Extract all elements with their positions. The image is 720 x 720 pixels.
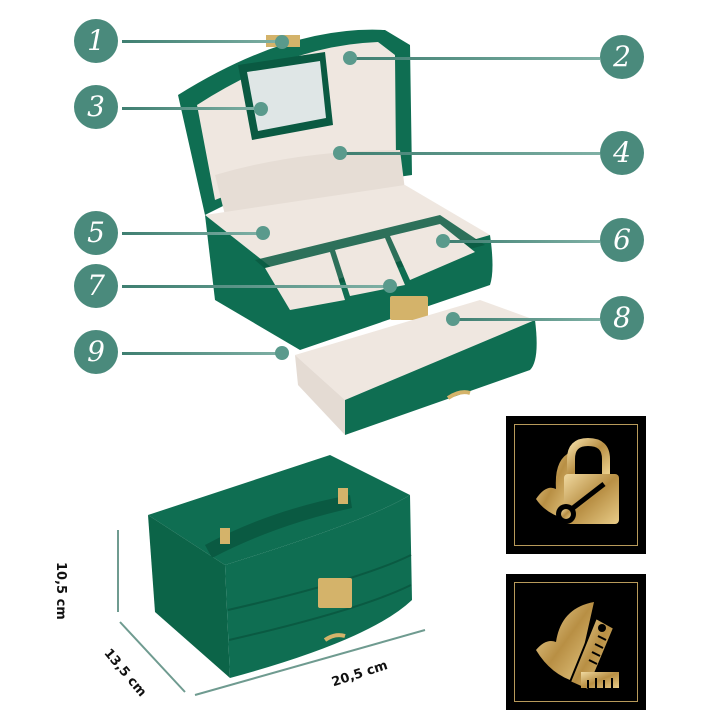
ruler-icon [536,602,619,692]
leader-line-4 [345,152,600,155]
callout-7: 7 [74,264,118,308]
ruler-tile [506,574,646,710]
callout-8: 8 [600,296,644,340]
callout-1: 1 [74,19,118,63]
leader-dot-5 [256,226,270,240]
leader-dot-4 [333,146,347,160]
lock-key-tile [506,416,646,554]
closed-jewelry-box [117,455,426,696]
leader-line-2 [352,57,600,60]
leader-line-5 [122,232,262,235]
callout-5: 5 [74,211,118,255]
leader-dot-3 [254,102,268,116]
leader-dot-9 [275,346,289,360]
tile-frame [514,424,638,546]
leader-dot-2 [343,51,357,65]
callout-4: 4 [600,131,644,175]
leader-dot-8 [446,312,460,326]
callout-9: 9 [74,330,118,374]
leader-dot-6 [436,234,450,248]
lock-key-icon [536,437,619,524]
leader-line-9 [122,352,282,355]
callout-6: 6 [600,218,644,262]
leader-dot-7 [383,279,397,293]
leader-dot-1 [275,35,289,49]
leader-line-1 [122,40,282,43]
open-jewelry-box [178,29,537,435]
leader-line-8 [455,318,600,321]
callout-2: 2 [600,35,644,79]
tile-frame [514,582,638,702]
dimension-height-label: 10,5 cm [53,562,68,620]
leader-line-3 [122,107,262,110]
callout-3: 3 [74,85,118,129]
leader-line-6 [445,240,600,243]
leader-line-7 [122,285,392,288]
